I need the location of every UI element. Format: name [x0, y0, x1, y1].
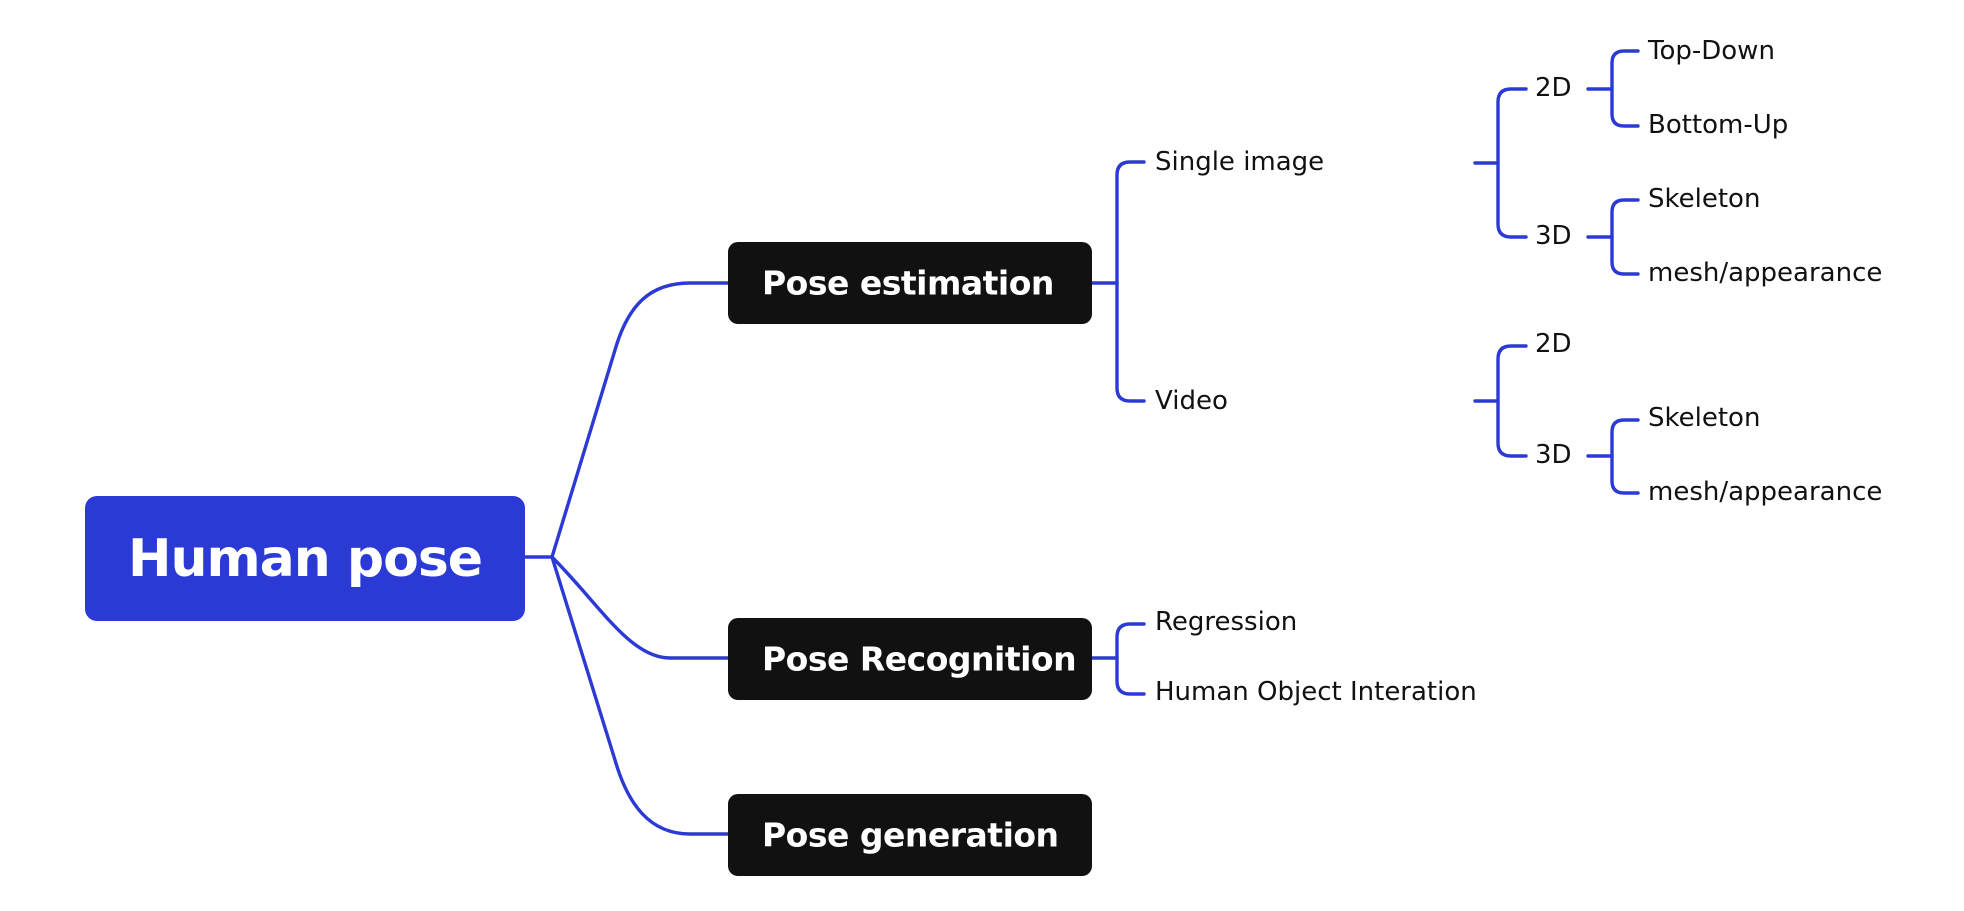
connector-root-to-pose-recognition: [550, 555, 732, 660]
connector-pose-recognition-bracket: [1115, 622, 1146, 696]
connector-root-to-pose-generation: [550, 555, 732, 836]
connector-video-sub-bracket: [1496, 344, 1528, 458]
branch-node-box: [728, 242, 1092, 324]
root-node-label: Human pose: [128, 529, 482, 589]
node-single-image-3d-mesh[interactable]: mesh/appearance: [1648, 258, 1882, 288]
node-video-3d-mesh[interactable]: mesh/appearance: [1648, 477, 1882, 507]
connector-single-image-bracket: [1115, 160, 1146, 403]
node-single-image-2d-top-down[interactable]: Top-Down: [1647, 36, 1775, 66]
node-video-3d[interactable]: 3D: [1535, 440, 1572, 470]
root-node-box: [85, 496, 525, 621]
root-node[interactable]: Human pose: [85, 496, 525, 621]
node-regression[interactable]: Regression: [1155, 607, 1297, 637]
connector-si-2d-bracket: [1610, 49, 1640, 128]
node-single-image[interactable]: Single image: [1155, 147, 1324, 177]
node-video-3d-skeleton[interactable]: Skeleton: [1648, 403, 1760, 433]
node-single-image-2d-bottom-up[interactable]: Bottom-Up: [1648, 110, 1788, 140]
branch-node-pose-generation[interactable]: Pose generation: [728, 794, 1092, 876]
branch-node-pose-estimation[interactable]: Pose estimation: [728, 242, 1092, 324]
connector-single-image-sub-bracket: [1496, 87, 1528, 239]
node-single-image-3d[interactable]: 3D: [1535, 221, 1572, 251]
branch-node-label: Pose estimation: [762, 264, 1054, 303]
connector-root-to-pose-estimation: [550, 281, 732, 559]
branch-node-box: [728, 618, 1092, 700]
node-single-image-2d[interactable]: 2D: [1535, 73, 1572, 103]
branch-node-label: Pose generation: [762, 816, 1059, 855]
connector-video-3d-bracket: [1610, 418, 1640, 495]
branch-node-pose-recognition[interactable]: Pose Recognition: [728, 618, 1092, 700]
branch-node-label: Pose Recognition: [762, 640, 1076, 679]
node-human-object-interation[interactable]: Human Object Interation: [1155, 677, 1477, 707]
branch-node-box: [728, 794, 1092, 876]
node-video[interactable]: Video: [1155, 386, 1228, 416]
node-video-2d[interactable]: 2D: [1535, 329, 1572, 359]
node-single-image-3d-skeleton[interactable]: Skeleton: [1648, 184, 1760, 214]
connectors: [520, 49, 1640, 836]
connector-si-3d-bracket: [1610, 198, 1640, 276]
